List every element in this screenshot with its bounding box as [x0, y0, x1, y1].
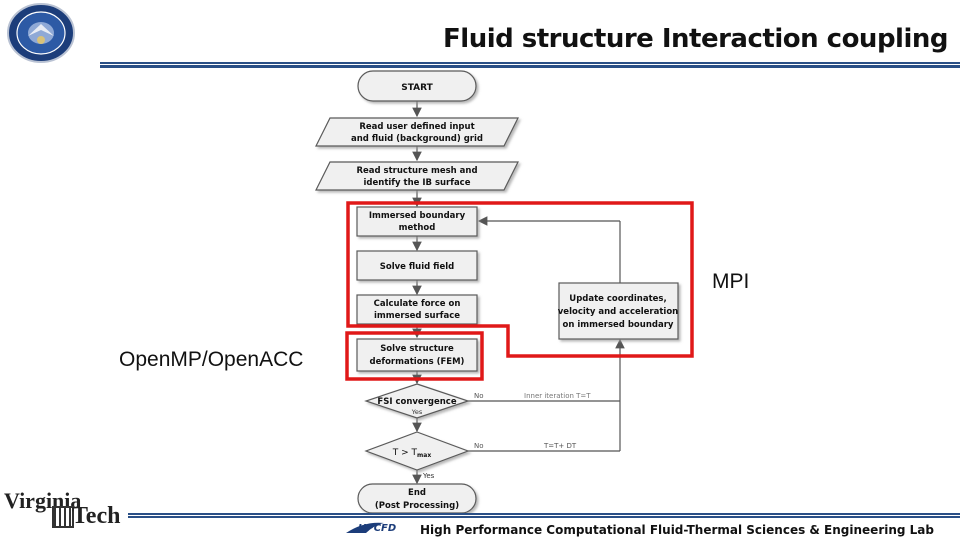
- ibm-line-1: Immersed boundary: [369, 211, 466, 221]
- read-mesh-node: [315, 161, 519, 191]
- time-yes-label: Yes: [422, 472, 435, 480]
- read-mesh-line-1: Read structure mesh and: [356, 166, 477, 176]
- mpi-label: MPI: [712, 270, 750, 293]
- openmp-region-outline: [345, 331, 484, 381]
- read-input-line-1: Read user defined input: [359, 122, 474, 132]
- university-seal-logo: [7, 3, 75, 63]
- fsi-yes-label: Yes: [411, 408, 423, 416]
- page-title: Fluid structure Interaction coupling: [443, 24, 948, 54]
- solve-structure-node: [356, 338, 478, 372]
- lab-footer-text: High Performance Computational Fluid-The…: [420, 523, 934, 537]
- end-line-2: (Post Processing): [375, 501, 459, 511]
- calc-force-node: [356, 294, 478, 325]
- time-check-main: T > T: [392, 448, 418, 458]
- solve-structure-line-2: deformations (FEM): [370, 357, 465, 367]
- vt-logo-icon: [52, 506, 74, 528]
- calc-force-line-1: Calculate force on: [374, 299, 461, 309]
- start-text: START: [401, 83, 433, 93]
- time-check-subscript: max: [417, 452, 431, 459]
- openmp-label: OpenMP/OpenACC: [119, 348, 304, 371]
- solve-structure-line-1: Solve structure: [380, 344, 454, 354]
- update-line-2: velocity and acceleration: [558, 307, 678, 317]
- time-update-label: T=T+ DT: [543, 442, 577, 450]
- fsi-convergence-decision: [364, 383, 470, 419]
- footer-divider: [128, 513, 960, 518]
- time-check-decision: [364, 431, 470, 471]
- tech-logo-text: Tech: [72, 503, 121, 529]
- update-line-3: on immersed boundary: [563, 320, 674, 330]
- read-mesh-line-2: identify the IB surface: [364, 178, 471, 188]
- update-line-1: Update coordinates,: [569, 294, 666, 304]
- hpcfd-logo: HPCFD: [346, 522, 396, 534]
- calc-force-line-2: immersed surface: [374, 311, 460, 321]
- inner-iteration-label: Inner iteration T=T: [524, 392, 591, 400]
- ibm-node: [356, 206, 478, 237]
- fsi-no-label: No: [474, 392, 484, 400]
- read-input-line-2: and fluid (background) grid: [351, 134, 483, 144]
- mpi-region-outline: [346, 201, 694, 358]
- fsi-convergence-text: FSI convergence: [377, 397, 456, 407]
- update-coordinates-node: [558, 282, 679, 340]
- hpcfd-logo-text: HPCFD: [358, 523, 396, 534]
- start-node: [357, 70, 477, 102]
- solve-fluid-text: Solve fluid field: [380, 262, 455, 272]
- main-connectors: [412, 101, 625, 485]
- time-check-text: T > Tmax: [392, 448, 432, 459]
- ibm-line-2: method: [399, 223, 436, 233]
- read-input-node: [315, 117, 519, 147]
- time-no-label: No: [474, 442, 484, 450]
- solve-fluid-node: [356, 250, 478, 281]
- title-divider: [100, 62, 960, 68]
- end-line-1: End: [408, 488, 426, 498]
